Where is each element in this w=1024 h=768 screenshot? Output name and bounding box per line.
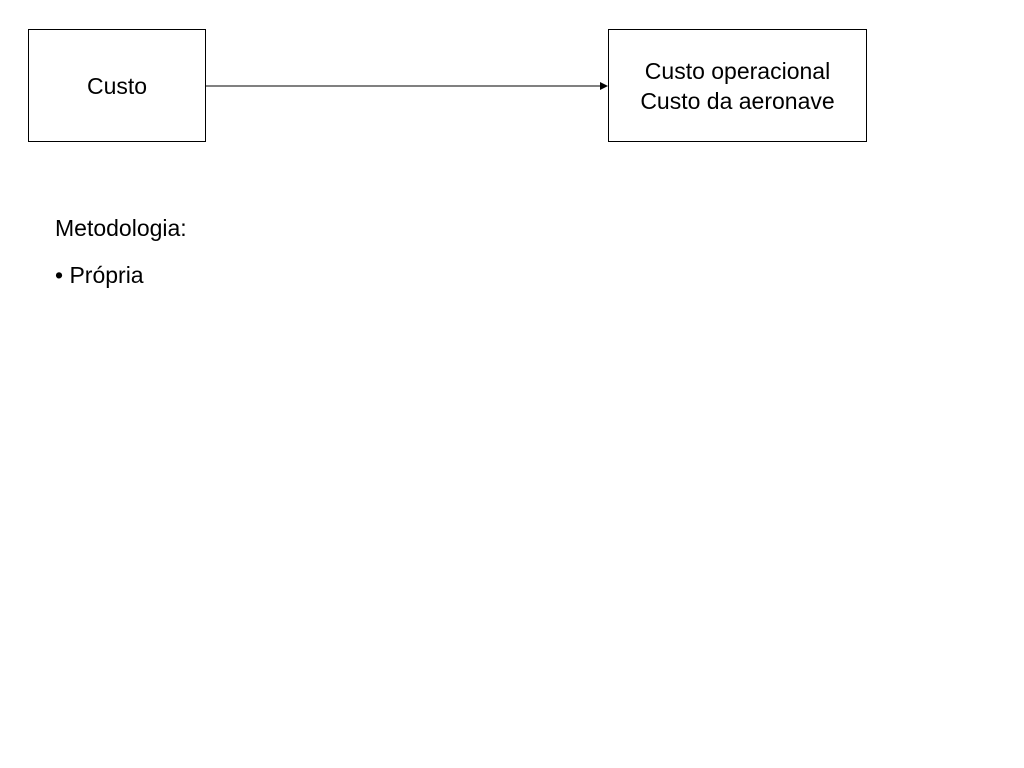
bullet-marker: • (55, 262, 64, 288)
custo-operacional-line: Custo operacional (644, 57, 831, 84)
custo-aeronave-line: Custo da aeronave (640, 87, 835, 114)
custo-box: Custo (28, 29, 206, 142)
custo-components-box: Custo operacional Custo da aeronave (608, 29, 867, 142)
methodology-item-label: Própria (69, 262, 144, 288)
custo-box-label: Custo (86, 72, 148, 99)
methodology-list-item: • Própria (55, 261, 144, 289)
methodology-heading: Metodologia: (55, 215, 187, 241)
arrow-head (600, 82, 608, 90)
